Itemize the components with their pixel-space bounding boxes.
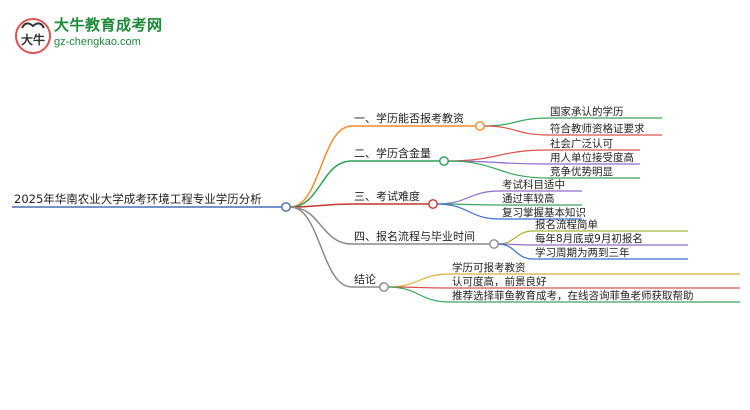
connector-line [289,160,353,208]
leaf-node: 报名流程简单 [535,218,598,231]
site-logo[interactable]: 大牛 大牛教育成考网 gz-chengkao.com [14,14,174,58]
leaf-node: 推荐选择菲鱼教育成考，在线咨询菲鱼老师获取帮助 [452,289,694,302]
connector-line [497,230,534,245]
node-junction-icon [489,239,499,249]
connector-line [289,125,353,208]
node-junction-icon [281,202,291,212]
leaf-node: 社会广泛认可 [550,137,613,150]
branch-node-1: 一、学历能否报考教资 [354,111,464,125]
leaf-node: 符合教师资格证要求 [550,122,645,135]
mindmap-links [12,117,740,303]
site-url: gz-chengkao.com [54,36,141,48]
node-junction-icon [475,121,485,131]
branch-node-2: 二、学历含金量 [354,146,431,160]
branch-node-3: 三、考试难度 [354,189,420,203]
connector-line [483,117,549,127]
connector-line [387,286,451,303]
branch-node-4: 四、报名流程与毕业时间 [354,229,475,243]
leaf-node: 认可度高，前景良好 [452,275,547,288]
leaf-node: 学历可报考教资 [452,261,526,274]
leaf-node: 每年8月底或9月初报名 [535,232,643,245]
leaf-node: 学习周期为两到三年 [535,246,630,259]
leaf-node: 竞争优势明显 [550,165,613,178]
connector-line [387,273,451,288]
mindmap-nodes: 2025年华南农业大学成考环境工程专业学历分析 一、学历能否报考教资 国家承认的学历… [14,105,694,302]
leaf-node: 考试科目适中 [502,178,565,191]
connector-line [497,243,534,260]
node-junction-icon [428,199,438,209]
branch-node-5: 结论 [354,272,376,286]
node-junction-icon [439,156,449,166]
leaf-node: 通过率较高 [502,192,555,205]
connector-line [289,206,353,288]
connector-line [447,149,549,162]
connector-line [483,125,549,136]
connector-line [436,203,501,220]
site-name: 大牛教育成考网 [54,16,163,34]
bull-logo-icon: 大牛 [15,18,51,54]
connector-line [436,190,501,205]
root-node: 2025年华南农业大学成考环境工程专业学历分析 [14,192,262,206]
connector-line [289,206,353,245]
node-junction-icon [379,282,389,292]
leaf-node: 国家承认的学历 [550,105,624,118]
connector-line [447,160,549,179]
logo-mark-text: 大牛 [21,32,45,47]
leaf-node: 复习掌握基本知识 [502,206,586,219]
connector-line [289,203,353,208]
leaf-node: 用人单位接受度高 [550,151,634,164]
